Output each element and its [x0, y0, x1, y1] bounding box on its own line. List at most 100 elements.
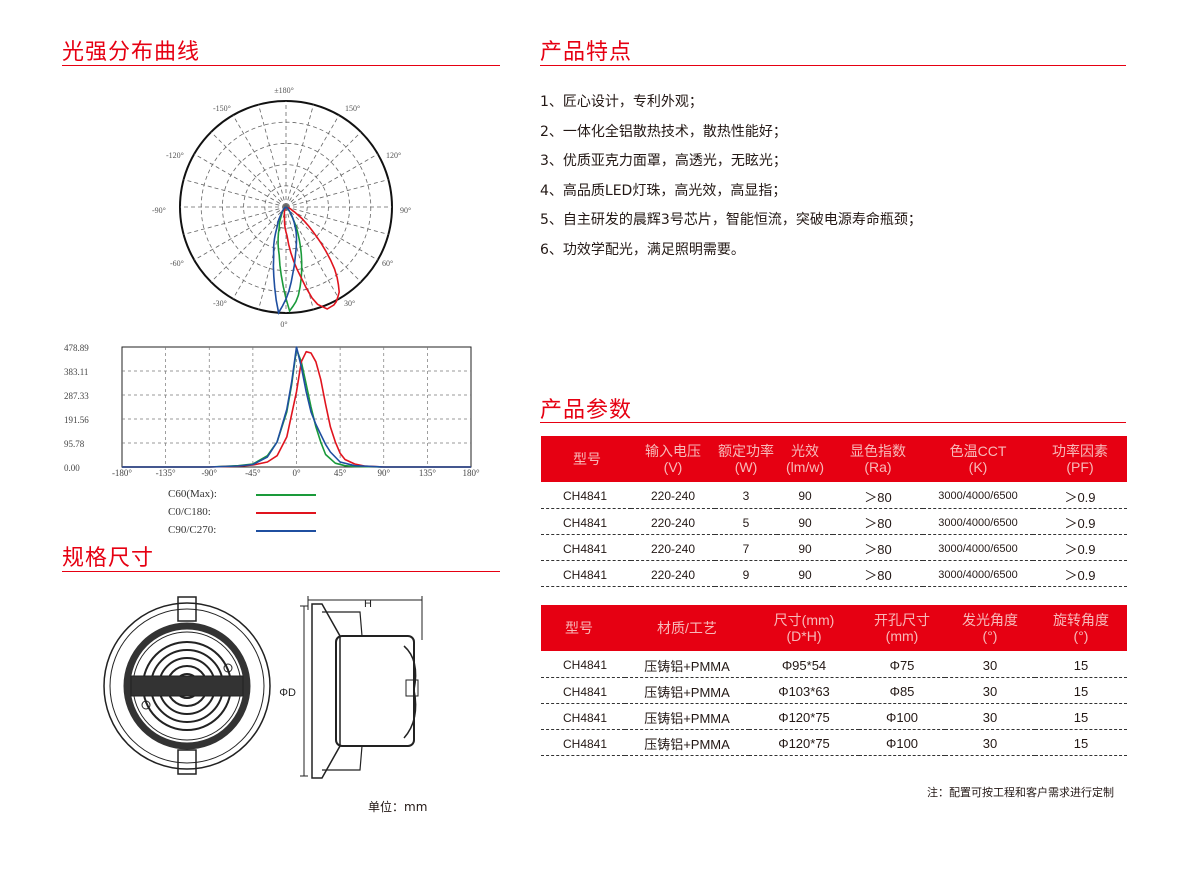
cell-cutout: Φ100	[859, 729, 945, 756]
cell-power: 5	[715, 508, 777, 535]
header-model: 型号	[541, 436, 631, 482]
cell-cri: ＞80	[833, 560, 923, 587]
header-unit: (lm/w)	[785, 459, 825, 475]
cell-beam-angle: 30	[945, 729, 1035, 756]
polar-spoke	[194, 153, 287, 208]
side-view-drawing	[300, 596, 423, 779]
cell-size: Φ120*75	[749, 703, 859, 730]
polar-ring	[200, 121, 372, 293]
dimension-params-table: 型号 材质/工艺 尺寸(mm)(D*H) 开孔尺寸(mm) 发光角度(°) 旋转…	[541, 605, 1127, 756]
cell-rotation-angle: 15	[1035, 677, 1127, 704]
header-voltage: 输入电压(V)	[631, 436, 715, 482]
y-tick-label: 383.11	[64, 367, 88, 377]
polar-curve	[277, 206, 303, 313]
feature-item: 6、功效学配光，满足照明需要。	[540, 241, 745, 258]
dimension-label-d: ΦD	[279, 687, 296, 699]
legend-swatch-c60	[256, 494, 316, 496]
cell-model: CH4841	[541, 560, 631, 587]
polar-label: -120°	[166, 151, 184, 160]
cell-model: CH4841	[541, 482, 631, 509]
cell-cri: ＞80	[833, 508, 923, 535]
table-header-row: 型号 输入电压(V) 额定功率(W) 光效(lm/w) 显色指数(Ra) 色温C…	[541, 436, 1127, 482]
polar-spoke	[258, 104, 287, 208]
polar-spoke	[285, 206, 389, 235]
polar-spoke	[210, 206, 287, 283]
header-text: 额定功率	[718, 443, 774, 459]
chart-grid	[122, 347, 471, 467]
cell-pf: ＞0.9	[1033, 508, 1127, 535]
polar-curve	[283, 206, 341, 310]
polar-label: 90°	[400, 206, 411, 215]
header-cri: 显色指数(Ra)	[833, 436, 923, 482]
header-text: 材质/工艺	[657, 620, 717, 636]
feature-item: 1、匠心设计，专利外观；	[540, 94, 703, 110]
features-title: 产品特点	[540, 40, 633, 65]
header-text: 发光角度	[962, 612, 1018, 628]
x-tick-label: -135°	[156, 468, 176, 478]
polar-ring	[243, 164, 329, 250]
feature-item: 2、一体化全铝散热技术，散热性能好；	[540, 123, 787, 140]
x-tick-label: 45°	[334, 468, 347, 478]
dimension-label-h: H	[364, 598, 372, 610]
header-text: 型号	[573, 451, 601, 467]
cell-material: 压铸铝+PMMA	[625, 677, 749, 704]
chart-plot-frame	[121, 346, 472, 468]
x-tick-label: -45°	[245, 468, 261, 478]
cell-model: CH4841	[541, 651, 625, 678]
cell-power: 9	[715, 560, 777, 587]
params-title: 产品参数	[540, 398, 633, 423]
x-tick-labels: -180°-135°-90°-45°0°45°90°135°180°	[112, 468, 480, 478]
cell-material: 压铸铝+PMMA	[625, 703, 749, 730]
cell-cri: ＞80	[833, 534, 923, 561]
polar-label: -150°	[213, 104, 231, 113]
cell-pf: ＞0.9	[1033, 560, 1127, 587]
header-efficacy: 光效(lm/w)	[777, 436, 833, 482]
features-list: 1、匠心设计，专利外观； 2、一体化全铝散热技术，散热性能好； 3、优质亚克力面…	[540, 88, 922, 265]
series-line	[122, 350, 471, 468]
header-text: 旋转角度	[1053, 612, 1109, 628]
polar-label: 60°	[382, 259, 393, 268]
polar-spoke	[194, 206, 287, 261]
cell-material: 压铸铝+PMMA	[625, 651, 749, 678]
x-tick-label: 90°	[377, 468, 390, 478]
cell-efficacy: 90	[777, 560, 833, 587]
unit-label: 单位：mm	[368, 800, 428, 814]
polar-label: 30°	[344, 299, 355, 308]
cell-efficacy: 90	[777, 534, 833, 561]
polar-spoke	[183, 179, 287, 208]
header-beam-angle: 发光角度(°)	[945, 605, 1035, 651]
polar-spoke	[210, 131, 287, 208]
light-distribution-title: 光强分布曲线	[62, 40, 201, 65]
x-tick-label: -90°	[201, 468, 217, 478]
cell-pf: ＞0.9	[1033, 482, 1127, 509]
polar-curve	[272, 206, 298, 315]
header-unit: (D*H)	[786, 628, 822, 644]
legend-label-c0: C0/C180:	[168, 506, 211, 518]
table-header-row: 型号 材质/工艺 尺寸(mm)(D*H) 开孔尺寸(mm) 发光角度(°) 旋转…	[541, 605, 1127, 651]
cell-rotation-angle: 15	[1035, 651, 1127, 678]
polar-label: -30°	[213, 299, 227, 308]
header-power: 额定功率(W)	[715, 436, 777, 482]
cell-power: 7	[715, 534, 777, 561]
polar-spoke	[232, 115, 287, 208]
x-tick-label: 0°	[292, 468, 301, 478]
cell-size: Φ95*54	[749, 651, 859, 678]
header-material: 材质/工艺	[625, 605, 749, 651]
cell-efficacy: 90	[777, 482, 833, 509]
cell-voltage: 220-240	[631, 508, 715, 535]
polar-spoke	[285, 153, 378, 208]
header-text: 显色指数	[850, 443, 906, 459]
header-text: 功率因素	[1052, 443, 1108, 459]
header-text: 输入电压	[645, 443, 701, 459]
header-size: 尺寸(mm)(D*H)	[749, 605, 859, 651]
title-underline	[62, 65, 500, 66]
cell-rotation-angle: 15	[1035, 729, 1127, 756]
polar-label: -60°	[170, 259, 184, 268]
polar-label: ±180°	[274, 86, 294, 95]
polar-spoke	[285, 206, 362, 283]
